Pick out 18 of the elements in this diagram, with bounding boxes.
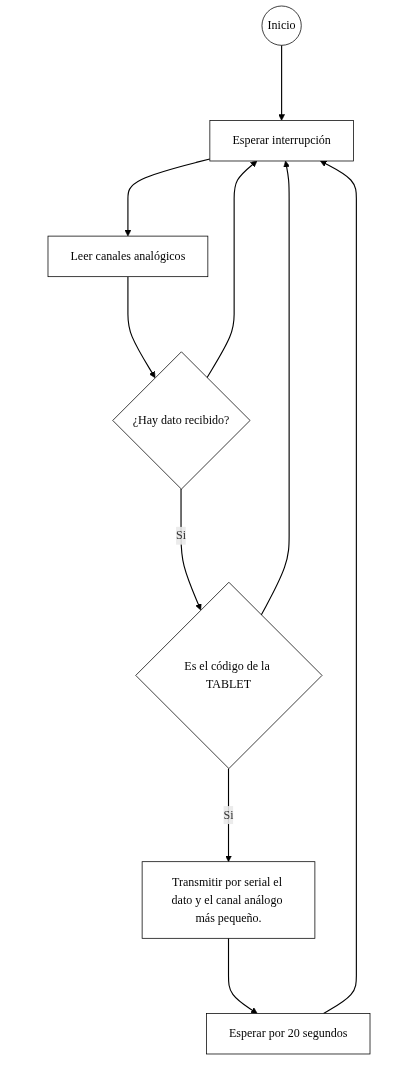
- node-circle: Inicio: [261, 5, 302, 46]
- arrow: [227, 937, 258, 1014]
- arrow: [320, 160, 357, 1014]
- arrow: [260, 160, 290, 616]
- node-box: Esperar interrupción: [209, 120, 354, 162]
- node-box: Leer canales analógicos: [47, 235, 209, 278]
- edge-label: Si: [223, 808, 234, 822]
- node-diamond: ¿Hay dato recibido?: [112, 351, 251, 490]
- node-box: Esperar por 20 segundos: [206, 1013, 371, 1055]
- arrow: [180, 488, 202, 611]
- arrow: [278, 44, 285, 121]
- arrow: [206, 160, 258, 379]
- edge-label: Si: [176, 528, 187, 542]
- node-diamond: Es el código de la TABLET: [135, 581, 323, 769]
- arrow: [124, 158, 211, 237]
- node-box: Transmitir por serial el dato y el canal análogo más pequeño.: [141, 861, 316, 939]
- arrow: [127, 276, 156, 379]
- arrow: [225, 768, 232, 862]
